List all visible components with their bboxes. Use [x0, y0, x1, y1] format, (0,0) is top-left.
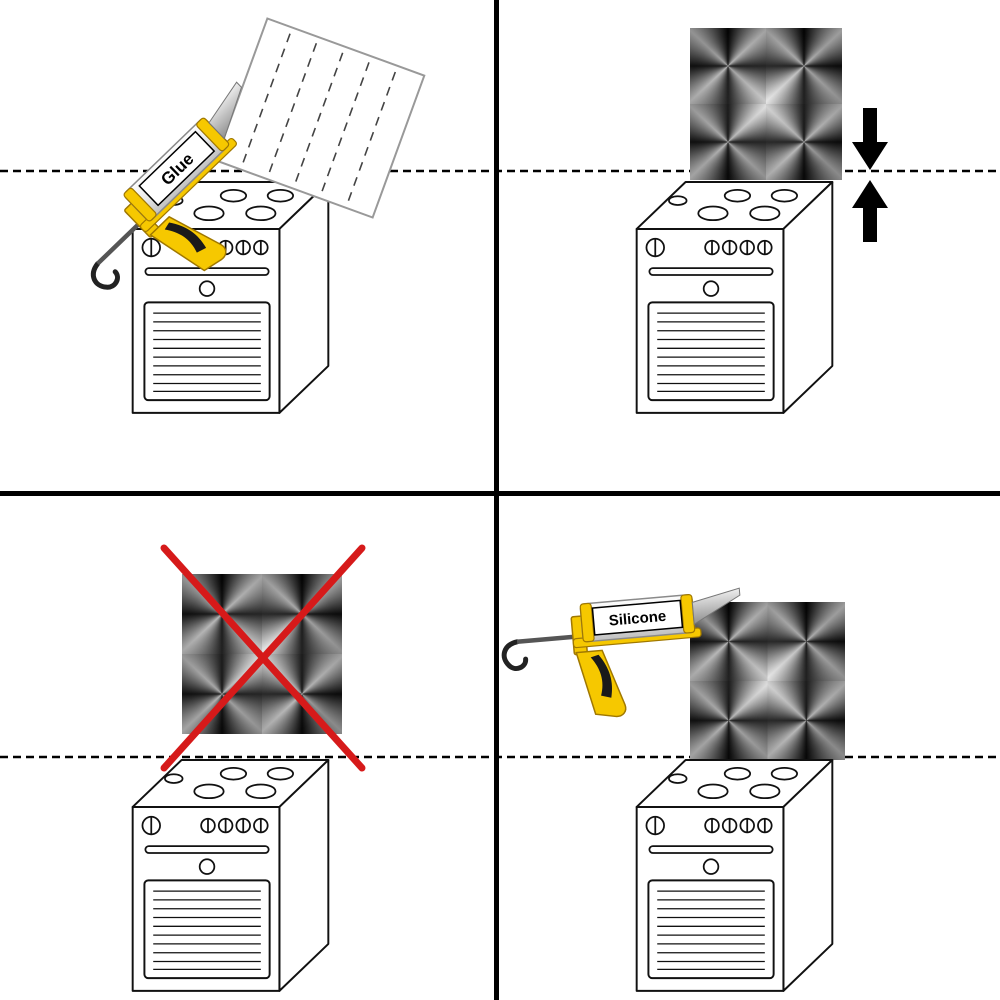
panel-back-with-glue-lines	[214, 17, 426, 219]
glue-label-box	[138, 130, 216, 207]
stove-illustration	[635, 181, 834, 414]
silicone-label: Silicone	[608, 608, 667, 630]
metal-backsplash-panel	[690, 602, 845, 760]
prohibition-cross-icon	[160, 544, 366, 772]
glue-caulking-gun: Glue	[27, 54, 333, 356]
metal-backsplash-panel	[690, 28, 842, 180]
stove-illustration	[131, 759, 330, 992]
vertical-divider	[494, 0, 499, 1000]
silicone-label-box	[591, 599, 684, 636]
horizontal-divider	[0, 491, 1000, 496]
press-arrows-icon	[852, 108, 888, 242]
silicone-caulking-gun: Silicone	[472, 561, 764, 735]
stove-illustration	[635, 759, 834, 992]
